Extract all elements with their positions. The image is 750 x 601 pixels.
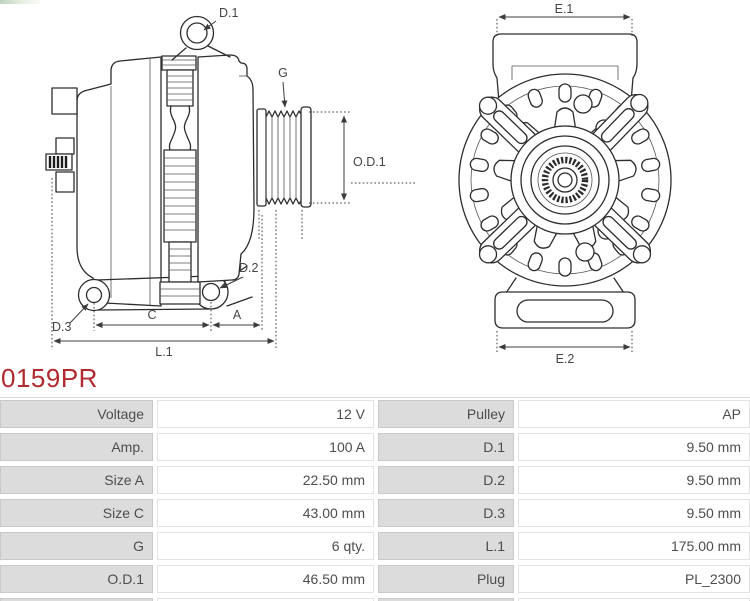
spec-label-cell: D.1 bbox=[378, 433, 514, 461]
table-row: Size A 22.50 mm D.2 9.50 mm bbox=[0, 466, 750, 494]
spec-label-cell bbox=[378, 598, 514, 601]
spec-label-cell: D.2 bbox=[378, 466, 514, 494]
spec-label-cell: Pulley bbox=[378, 400, 514, 428]
dim-label-g: G bbox=[278, 66, 288, 80]
spec-label-cell: D.3 bbox=[378, 499, 514, 527]
dim-label-od1: O.D.1 bbox=[353, 155, 386, 169]
side-view-drawing bbox=[45, 15, 312, 312]
spec-value-cell bbox=[157, 598, 374, 601]
spec-label-cell: O.D.1 bbox=[0, 565, 153, 593]
dim-label-e1: E.1 bbox=[555, 2, 574, 16]
spec-value-cell: 46.50 mm bbox=[157, 565, 374, 593]
spec-value-cell: 22.50 mm bbox=[157, 466, 374, 494]
spec-label-cell: Voltage bbox=[0, 400, 153, 428]
table-row: Voltage 12 V Pulley AP bbox=[0, 400, 750, 428]
dim-label-d2: D.2 bbox=[239, 261, 259, 275]
logo-fragment bbox=[0, 0, 40, 4]
dim-label-d3: D.3 bbox=[52, 320, 72, 334]
spec-value-cell: 9.50 mm bbox=[518, 499, 750, 527]
table-row: O.D.1 46.50 mm Plug PL_2300 bbox=[0, 565, 750, 593]
spec-value-cell: 12 V bbox=[157, 400, 374, 428]
spec-value-cell: 9.50 mm bbox=[518, 433, 750, 461]
dim-label-c: C bbox=[147, 308, 156, 322]
spec-label-cell: Amp. bbox=[0, 433, 153, 461]
dim-label-l1: L.1 bbox=[155, 345, 172, 359]
spec-value-cell: 175.00 mm bbox=[518, 532, 750, 560]
front-view-dimensions: E.1 E.2 bbox=[496, 2, 633, 366]
spec-value-cell: PL_2300 bbox=[518, 565, 750, 593]
spec-label-cell: Plug bbox=[378, 565, 514, 593]
spec-value-cell: 100 A bbox=[157, 433, 374, 461]
spec-value-cell: 43.00 mm bbox=[157, 499, 374, 527]
spec-label-cell: Size C bbox=[0, 499, 153, 527]
table-row: Amp. 100 A D.1 9.50 mm bbox=[0, 433, 750, 461]
spec-value-cell: 9.50 mm bbox=[518, 466, 750, 494]
table-row: Size C 43.00 mm D.3 9.50 mm bbox=[0, 499, 750, 527]
dim-label-a: A bbox=[233, 308, 242, 322]
side-view-dimensions: D.1 G O.D.1 D.2 D.3 C A L.1 bbox=[51, 6, 416, 359]
dim-label-d1: D.1 bbox=[219, 6, 239, 20]
spec-label-cell: G bbox=[0, 532, 153, 560]
section-divider bbox=[0, 397, 750, 398]
dim-label-e2: E.2 bbox=[556, 352, 575, 366]
spec-label-cell bbox=[0, 598, 153, 601]
spec-value-cell: AP bbox=[518, 400, 750, 428]
spec-value-cell: 6 qty. bbox=[157, 532, 374, 560]
front-view-drawing bbox=[458, 33, 672, 329]
part-number: 0159PR bbox=[1, 363, 98, 393]
spec-label-cell: Size A bbox=[0, 466, 153, 494]
technical-diagram: D.1 G O.D.1 D.2 D.3 C A L.1 bbox=[45, 2, 672, 366]
table-row: G 6 qty. L.1 175.00 mm bbox=[0, 532, 750, 560]
spec-label-cell: L.1 bbox=[378, 532, 514, 560]
